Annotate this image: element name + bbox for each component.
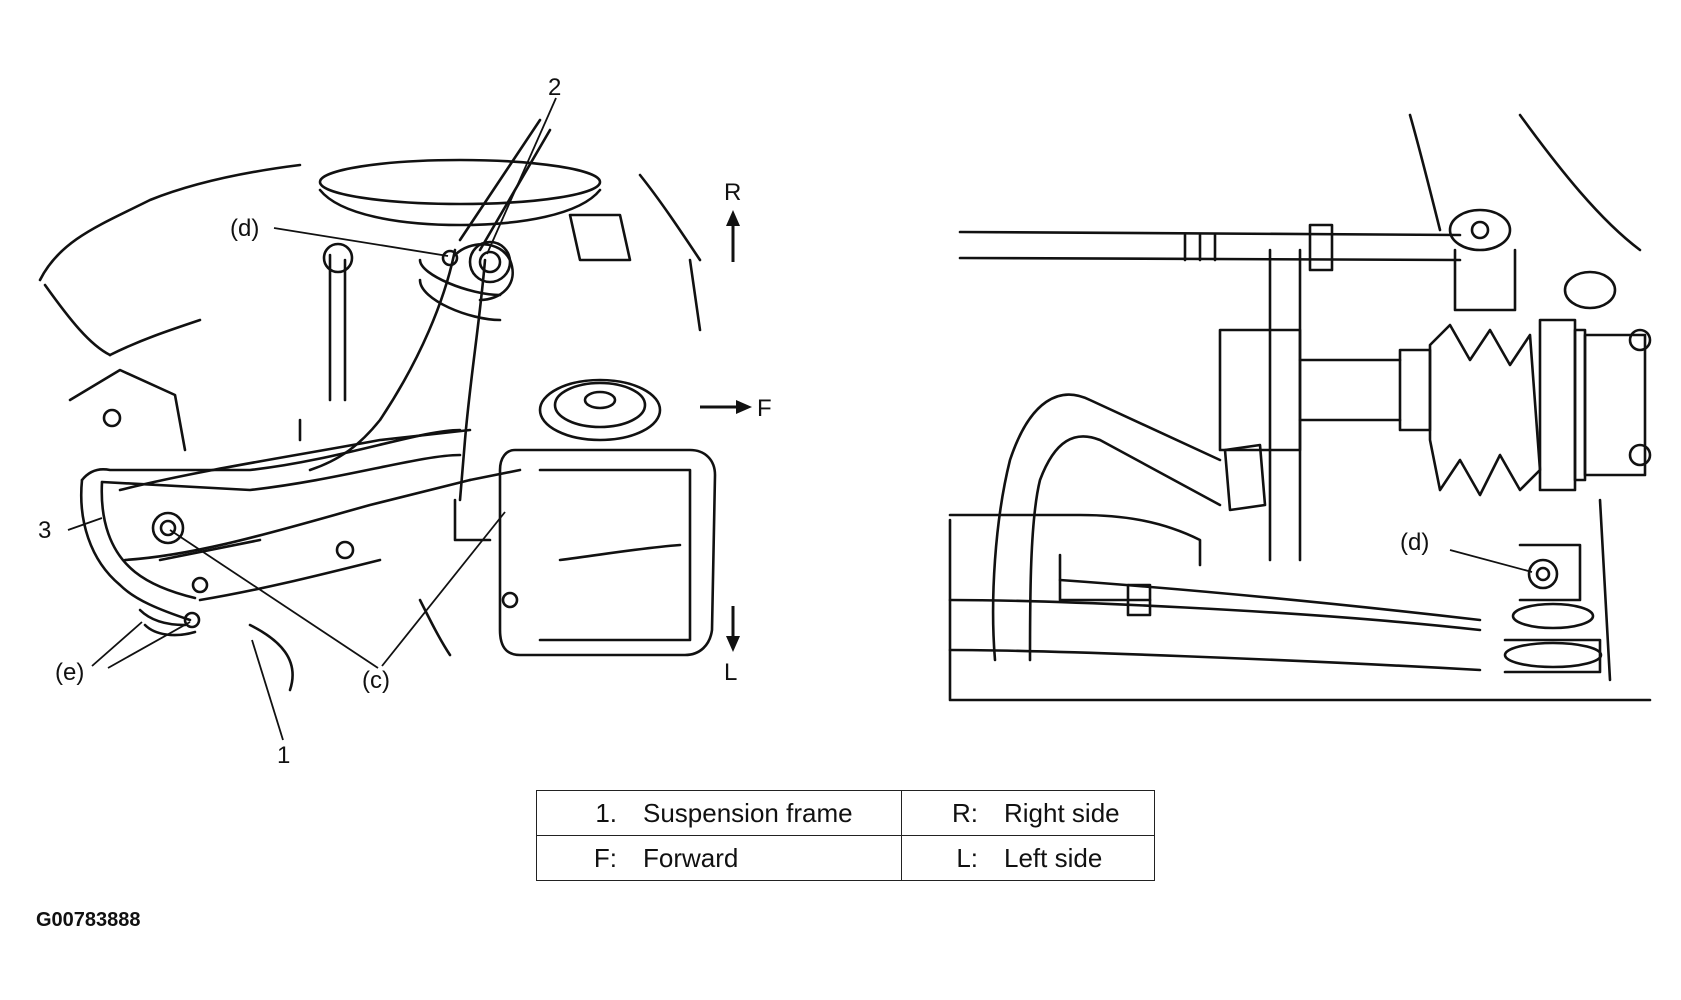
label-direction-f: F: [757, 395, 772, 422]
label-part-3: 3: [38, 517, 51, 544]
legend-key: F:: [593, 843, 617, 874]
legend-key: L:: [956, 843, 978, 874]
legend-key: 1.: [595, 798, 617, 829]
label-point-d-left: (d): [230, 215, 259, 242]
label-part-2: 2: [548, 74, 561, 101]
label-part-1: 1: [277, 742, 290, 769]
label-point-e: (e): [55, 659, 84, 686]
direction-arrows: [700, 210, 752, 652]
label-point-d-right: (d): [1400, 529, 1429, 556]
label-point-c: (c): [362, 667, 390, 694]
legend-table: 1. Suspension frame R: Right side F: Forwar…: [536, 790, 1155, 881]
leader-lines-right: [1449, 549, 1533, 573]
label-direction-l: L: [724, 659, 737, 686]
legend-cell: F: Forward: [536, 835, 902, 881]
legend-cell: R: Right side: [901, 790, 1155, 836]
legend-cell: 1. Suspension frame: [536, 790, 902, 836]
legend-row: F: Forward L: Left side: [536, 835, 1155, 881]
right-view-drawing: [948, 113, 1652, 702]
leader-lines-left: [67, 97, 557, 741]
figure-id: G00783888: [36, 909, 141, 931]
legend-value: Forward: [643, 843, 739, 874]
callout-labels: 1 2 3 (c) (d) (e) R F L (d): [38, 74, 1429, 769]
legend-row: 1. Suspension frame R: Right side: [536, 790, 1155, 836]
legend-cell: L: Left side: [901, 835, 1155, 881]
legend-value: Suspension frame: [643, 798, 853, 829]
legend-key: R:: [952, 798, 978, 829]
label-direction-r: R: [724, 179, 741, 206]
legend-value: Left side: [1004, 843, 1103, 874]
left-view-drawing: [38, 118, 717, 692]
legend-value: Right side: [1004, 798, 1120, 829]
